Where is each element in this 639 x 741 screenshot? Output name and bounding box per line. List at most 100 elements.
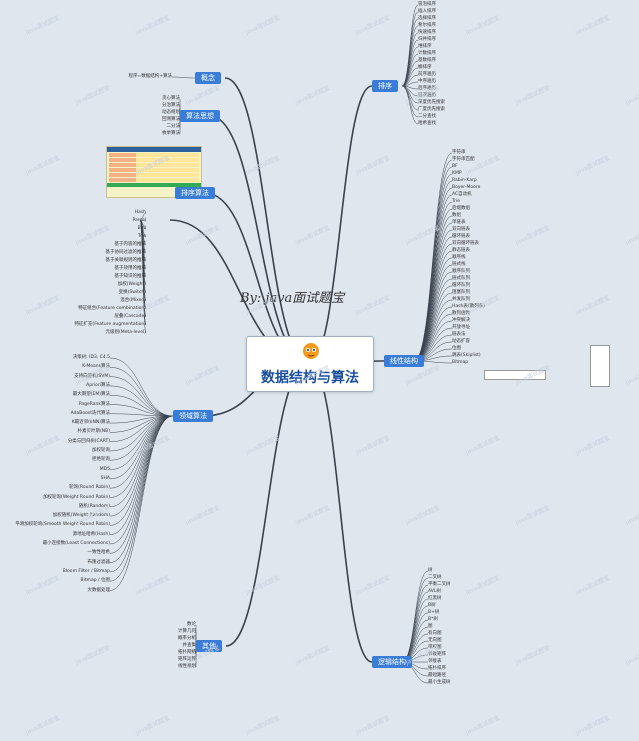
leaf-node[interactable]: 插入排序 xyxy=(418,9,436,14)
leaf-node[interactable]: B+树 xyxy=(428,610,440,615)
leaf-node[interactable]: 源地址哈希(Hash) xyxy=(72,531,110,537)
leaf-node[interactable]: 中序遍历 xyxy=(418,79,436,84)
leaf-node[interactable]: 树 xyxy=(428,568,433,573)
leaf-node[interactable]: 线性规划 xyxy=(178,664,196,669)
leaf-node[interactable]: 贪心算法 xyxy=(162,96,180,101)
leaf-node[interactable]: 布隆过滤器 xyxy=(87,559,111,565)
leaf-node[interactable]: 数论 xyxy=(187,622,196,627)
leaf-node[interactable]: 二叉树 xyxy=(428,575,442,580)
leaf-node[interactable]: 希尔排序 xyxy=(418,23,436,28)
leaf-node[interactable]: K-Means算法 xyxy=(82,364,110,370)
leaf-node[interactable]: Hash表(散列表) xyxy=(452,304,485,309)
leaf-node[interactable]: 数组 xyxy=(452,213,461,218)
leaf-node[interactable]: 层叠(Cascade) xyxy=(114,314,146,319)
leaf-node[interactable]: 元级别(Meta-level) xyxy=(105,330,146,335)
branch-node[interactable]: 领域算法 xyxy=(173,410,213,422)
leaf-node[interactable]: 回溯算法 xyxy=(162,117,180,122)
leaf-node[interactable]: 散列函数 xyxy=(452,311,470,316)
leaf-node[interactable]: MD5 xyxy=(99,466,110,472)
leaf-node[interactable]: Apriori算法 xyxy=(86,382,110,388)
leaf-node[interactable]: 动态扩容 xyxy=(452,339,470,344)
leaf-node[interactable]: 无向图 xyxy=(428,638,442,643)
leaf-node[interactable]: 循环队列 xyxy=(452,283,470,288)
leaf-node[interactable]: 特征组合(Feature combination) xyxy=(78,306,146,311)
leaf-node[interactable]: 基于知识的推荐 xyxy=(114,274,147,279)
leaf-node[interactable]: 有向图 xyxy=(428,631,442,636)
leaf-node[interactable]: 一致性哈希 xyxy=(87,550,111,556)
leaf-node[interactable]: 位图 xyxy=(452,346,461,351)
leaf-node[interactable]: Hash xyxy=(134,210,146,215)
leaf-node[interactable]: 最小连接数(Least Connections) xyxy=(42,541,110,546)
leaf-node[interactable]: Boyer-Moore xyxy=(452,185,481,190)
leaf-node[interactable]: Trie xyxy=(452,199,460,204)
leaf-node[interactable]: 计算几何 xyxy=(178,629,196,634)
leaf-node[interactable]: PageRank算法 xyxy=(78,401,110,407)
central-topic[interactable]: 数据结构与算法 xyxy=(246,336,374,392)
leaf-node[interactable]: 混合(Mixed) xyxy=(120,298,146,303)
leaf-node[interactable]: 堆排序 xyxy=(418,44,432,49)
leaf-node[interactable]: 归并排序 xyxy=(418,37,436,42)
leaf-node[interactable]: 哈希查找 xyxy=(418,121,436,126)
leaf-node[interactable]: 加权轮询(Weight Round Robin) xyxy=(43,494,110,500)
leaf-node[interactable]: 程序=数据结构+算法 xyxy=(128,74,172,79)
leaf-node[interactable]: BF xyxy=(452,164,458,169)
leaf-node[interactable]: K最近邻(kNN)算法 xyxy=(71,420,110,426)
leaf-node[interactable]: B树 xyxy=(428,603,436,608)
leaf-node[interactable]: 加权轮询 xyxy=(92,448,110,453)
leaf-node[interactable]: 平衡二叉树 xyxy=(428,582,451,587)
leaf-node[interactable]: 最短路径 xyxy=(428,673,446,678)
leaf-node[interactable]: 朴素贝叶斯(NB) xyxy=(77,429,110,435)
leaf-node[interactable]: 层次遍历 xyxy=(418,93,436,98)
leaf-node[interactable]: 矩阵运算 xyxy=(178,657,196,662)
leaf-node[interactable]: 邻接表 xyxy=(428,659,442,664)
branch-node[interactable]: 其他 xyxy=(196,640,222,652)
leaf-node[interactable]: 基于协同过滤的推荐 xyxy=(105,250,147,255)
leaf-node[interactable]: Rabin-Karp xyxy=(452,178,477,183)
leaf-node[interactable]: 顺序队列 xyxy=(452,269,470,274)
leaf-node[interactable]: 枚举算法 xyxy=(162,131,180,136)
leaf-node[interactable]: Bitmap xyxy=(452,360,469,365)
leaf-node[interactable]: 二分法 xyxy=(166,124,181,129)
leaf-node[interactable]: 并查集 xyxy=(182,643,197,648)
branch-node[interactable]: 排序算法 xyxy=(175,187,215,199)
leaf-node[interactable]: 大数据处理 xyxy=(87,587,111,593)
leaf-node[interactable]: 冒泡排序 xyxy=(418,2,436,7)
leaf-node[interactable]: 冲突解决 xyxy=(452,318,470,323)
leaf-node[interactable]: 单链表 xyxy=(452,220,466,225)
leaf-node[interactable]: KMP xyxy=(452,171,462,176)
leaf-node[interactable]: 静态链表 xyxy=(452,248,470,253)
leaf-node[interactable]: 选择排序 xyxy=(418,16,436,21)
leaf-node[interactable]: 随机(Random) xyxy=(78,503,110,509)
leaf-node[interactable]: Trie xyxy=(138,234,146,239)
leaf-node[interactable]: 后缀数组 xyxy=(452,206,470,211)
leaf-node[interactable]: 基于关联规则的推荐 xyxy=(105,258,147,263)
leaf-node[interactable]: 基数排序 xyxy=(418,58,436,63)
leaf-node[interactable]: 链式队列 xyxy=(452,276,470,281)
leaf-node[interactable]: 红黑树 xyxy=(428,596,442,601)
branch-node[interactable]: 概念 xyxy=(195,72,221,84)
leaf-node[interactable]: 深度优先搜索 xyxy=(418,100,445,105)
leaf-node[interactable]: 加权随机(Weight Random) xyxy=(52,513,110,519)
leaf-node[interactable]: 双向循环链表 xyxy=(452,241,479,246)
leaf-node[interactable]: 双向链表 xyxy=(452,227,470,232)
leaf-node[interactable]: 拓扑网络 xyxy=(178,650,196,655)
leaf-node[interactable]: 字符串匹配 xyxy=(452,157,475,162)
leaf-node[interactable]: AdaBoost迭代算法 xyxy=(70,410,110,416)
leaf-node[interactable]: SHA xyxy=(100,475,110,481)
leaf-node[interactable]: 计数排序 xyxy=(418,51,436,56)
leaf-node[interactable]: B*树 xyxy=(428,617,438,622)
leaf-node[interactable]: 决策树: ID3, C4.5 xyxy=(72,355,110,360)
leaf-node[interactable]: 分类与回归树(CART) xyxy=(67,438,110,444)
leaf-node[interactable]: Parcel xyxy=(132,218,146,223)
leaf-node[interactable]: 拒绝轮询 xyxy=(92,457,110,463)
leaf-node[interactable]: 阻塞队列 xyxy=(452,290,470,295)
leaf-node[interactable]: Bloom Filter / Bitmap xyxy=(62,568,110,574)
branch-node[interactable]: 线性结构 xyxy=(384,355,424,367)
leaf-node[interactable]: 拓扑排序 xyxy=(428,666,446,671)
leaf-node[interactable]: 邻接矩阵 xyxy=(428,652,446,657)
leaf-node[interactable]: 链式栈 xyxy=(452,262,466,267)
leaf-node[interactable]: 动态规划 xyxy=(162,110,180,115)
leaf-node[interactable]: 变换(Switch) xyxy=(118,290,146,295)
leaf-node[interactable]: 带权图 xyxy=(428,645,442,650)
leaf-node[interactable]: 广度优先搜索 xyxy=(418,107,445,112)
